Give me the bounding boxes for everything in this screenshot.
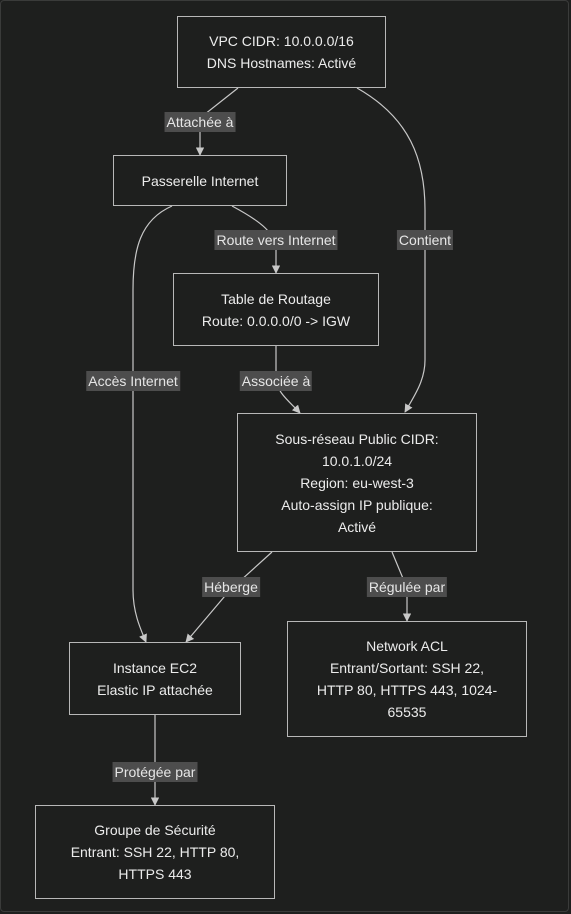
subnet-line-4: Auto-assign IP publique: [281, 496, 433, 513]
subnet-line-3: Region: eu-west-3 [300, 474, 414, 491]
vpc-line-2: DNS Hostnames: Activé [206, 55, 357, 71]
subnet-node[interactable]: Sous-réseau Public CIDR: 10.0.1.0/24 Reg… [237, 413, 477, 552]
sg-line-2: Entrant: SSH 22, HTTP 80, [70, 844, 240, 860]
ec2-node[interactable]: Instance EC2 Elastic IP attachée [69, 642, 241, 715]
security-group-node[interactable]: Groupe de Sécurité Entrant: SSH 22, HTTP… [35, 805, 275, 899]
route-table-node[interactable]: Table de Routage Route: 0.0.0.0/0 -> IGW [173, 273, 379, 346]
vpc-line-1: VPC CIDR: 10.0.0.0/16 [209, 33, 354, 49]
ec2-line-1: Instance EC2 [112, 659, 198, 676]
edge-label-acces-internet: Accès Internet [86, 371, 180, 391]
subnet-line-1: Sous-réseau Public CIDR: [275, 430, 439, 447]
sg-line-1: Groupe de Sécurité [94, 822, 216, 838]
nacl-node[interactable]: Network ACL Entrant/Sortant: SSH 22, HTT… [287, 621, 527, 737]
igw-line-1: Passerelle Internet [141, 172, 259, 189]
route-table-line-2: Route: 0.0.0.0/0 -> IGW [201, 312, 351, 329]
nacl-line-3: HTTP 80, HTTPS 443, 1024- [316, 682, 498, 698]
edge-vpc-subnet [356, 87, 426, 413]
sg-line-3: HTTPS 443 [118, 866, 192, 882]
vpc-node[interactable]: VPC CIDR: 10.0.0.0/16 DNS Hostnames: Act… [177, 16, 386, 88]
nacl-line-4: 65535 [387, 704, 427, 720]
nacl-line-2: Entrant/Sortant: SSH 22, [329, 660, 485, 676]
edge-label-regulee: Régulée par [366, 577, 448, 597]
route-table-line-1: Table de Routage [221, 290, 331, 307]
subnet-line-5: Activé [337, 518, 377, 535]
igw-node[interactable]: Passerelle Internet [113, 155, 287, 206]
ec2-line-2: Elastic IP attachée [97, 681, 213, 698]
edge-label-heberge: Héberge [202, 577, 260, 597]
edge-igw-ec2 [132, 205, 173, 643]
edge-subnet-ec2 [185, 551, 273, 643]
subnet-line-2: 10.0.1.0/24 [321, 452, 393, 469]
edge-label-attachee: Attachée à [164, 112, 236, 132]
edge-label-route-internet: Route vers Internet [214, 230, 338, 250]
nacl-line-1: Network ACL [366, 638, 448, 654]
edge-label-contient: Contient [396, 230, 454, 250]
edge-label-associee: Associée à [239, 371, 313, 391]
edge-label-protegee: Protégée par [112, 762, 198, 782]
